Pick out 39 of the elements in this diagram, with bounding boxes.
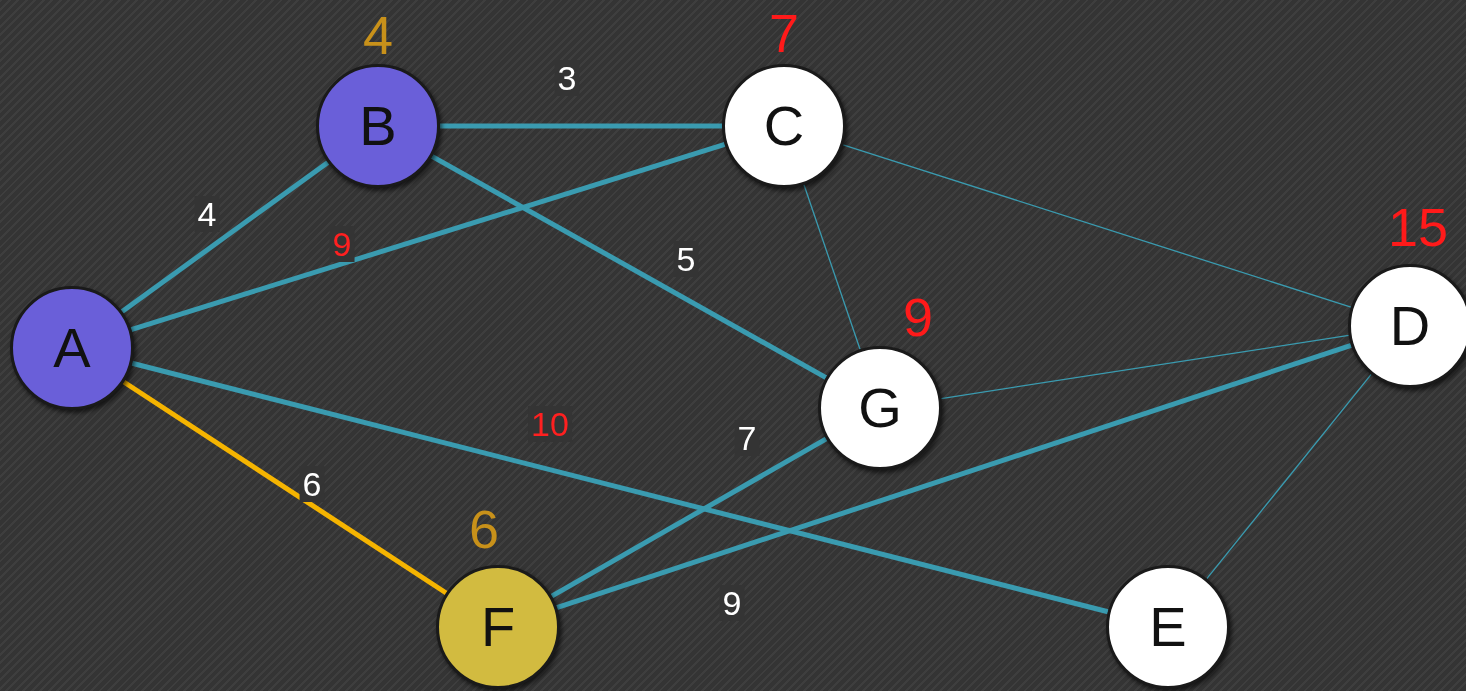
node-letter: A — [53, 320, 91, 376]
edge-line — [122, 379, 448, 596]
edge-label: 4 — [194, 196, 220, 232]
edge-label: 3 — [554, 60, 580, 96]
edge-line — [842, 144, 1352, 308]
edge-line — [430, 154, 828, 380]
edge-label: 9 — [329, 226, 355, 262]
node-value: 15 — [1387, 200, 1449, 254]
edge-line — [556, 343, 1352, 610]
edge-label: 7 — [734, 420, 760, 456]
edge-label: 10 — [528, 406, 572, 442]
graph-node-circle — [436, 565, 560, 689]
graph-node-circle — [1106, 565, 1230, 689]
node-letter: G — [858, 380, 902, 436]
graph-node-circle — [1348, 264, 1466, 388]
edge-line — [940, 334, 1350, 400]
edge-line — [803, 184, 861, 350]
node-letter: F — [480, 599, 516, 655]
graph-node-circle — [10, 286, 134, 410]
graph-node-circle — [818, 346, 942, 470]
edge-label: 5 — [673, 241, 699, 277]
node-letter: D — [1389, 298, 1431, 354]
graph-node-circle — [722, 64, 846, 188]
node-value: 6 — [469, 502, 499, 556]
edge-line — [440, 123, 722, 129]
graph-node-circle — [316, 64, 440, 188]
edge-line — [550, 436, 828, 599]
node-value: 9 — [903, 290, 933, 344]
edge-line — [120, 160, 330, 314]
node-letter: B — [359, 98, 397, 154]
node-letter: E — [1149, 599, 1187, 655]
edge-line — [130, 142, 726, 332]
edge-line — [1206, 373, 1372, 580]
node-letter: C — [763, 98, 805, 154]
edge-label: 6 — [299, 466, 325, 502]
edge-line — [131, 360, 1109, 615]
node-value: 4 — [363, 8, 393, 62]
edge-label: 9 — [719, 585, 745, 621]
node-value: 7 — [769, 6, 799, 60]
